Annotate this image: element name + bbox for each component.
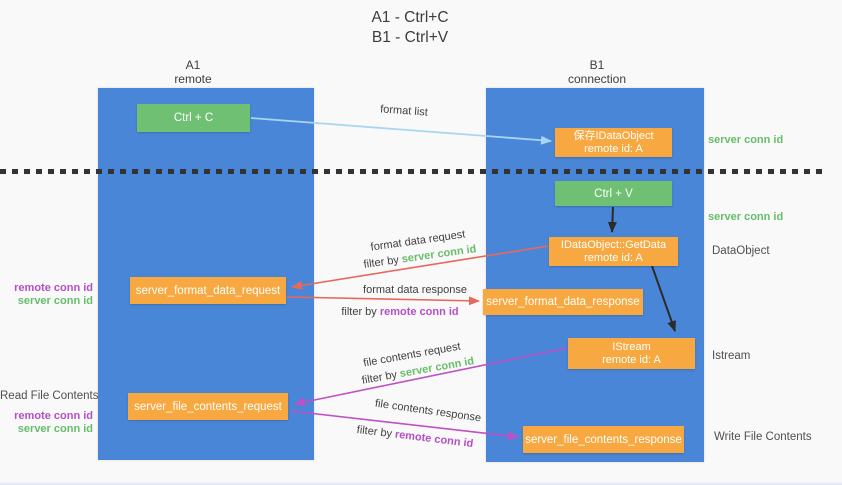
label-file-contents-response: file contents response	[374, 397, 482, 425]
bottom-edge-strip	[0, 482, 842, 485]
label-write-file-contents: Write File Contents	[714, 431, 812, 443]
label-server-conn-id-left-1: server conn id	[17, 295, 93, 307]
label-server-conn-id-left-2: server conn id	[17, 423, 93, 435]
label-dataobject: DataObject	[712, 245, 770, 257]
a1-id: A1	[185, 58, 201, 72]
node-ctrl-c: Ctrl + C	[137, 104, 250, 132]
a1-role: remote	[174, 72, 212, 86]
node-server-format-data-response: server_format_data_response	[483, 289, 643, 315]
filter-by-text: filter by	[356, 423, 393, 441]
node-istream: IStream remote id: A	[568, 338, 695, 369]
label-read-file-contents: Read File Contents	[0, 390, 99, 402]
b1-role: connection	[567, 72, 627, 86]
format-data-response-arrow	[286, 296, 480, 306]
label-server-conn-id-right-2: server conn id	[708, 211, 784, 223]
node-server-file-contents-response: server_file_contents_response	[523, 426, 684, 453]
istream-line2: remote id: A	[602, 353, 661, 366]
save-dataobject-line2: remote id: A	[584, 142, 643, 155]
column-header-b1: B1 connection	[537, 58, 657, 86]
node-save-dataobject: 保存IDataObject remote id: A	[555, 128, 672, 157]
label-istream: Istream	[712, 350, 751, 362]
node-ctrl-v: Ctrl + V	[555, 181, 672, 206]
diagram-title: A1 - Ctrl+C B1 - Ctrl+V	[310, 8, 510, 48]
dashed-separator	[0, 169, 826, 174]
node-getdata: IDataObject::GetData remote id: A	[549, 237, 678, 266]
istream-line1: IStream	[612, 340, 651, 353]
save-dataobject-line1: 保存IDataObject	[573, 129, 654, 142]
filter-by-text: filter by	[362, 254, 400, 271]
label-remote-conn-id-left-1: remote conn id	[14, 282, 93, 294]
title-line-2: B1 - Ctrl+V	[371, 29, 449, 46]
column-header-a1: A1 remote	[133, 58, 253, 86]
filter-by-text: filter by	[341, 306, 377, 318]
node-server-file-contents-request: server_file_contents_request	[128, 393, 288, 420]
getdata-line1: IDataObject::GetData	[560, 238, 667, 251]
title-line-1: A1 - Ctrl+C	[371, 9, 449, 26]
node-server-format-data-request: server_format_data_request	[130, 277, 286, 304]
label-format-data-response: format data response	[363, 284, 467, 296]
remote-conn-id-text: remote conn id	[394, 428, 474, 451]
label-format-list: format list	[379, 103, 429, 119]
b1-id: B1	[589, 58, 605, 72]
label-remote-conn-id-left-2: remote conn id	[14, 410, 93, 422]
label-server-conn-id-right-1: server conn id	[708, 134, 784, 146]
filter-by-text: filter by	[360, 368, 398, 387]
getdata-line2: remote id: A	[584, 251, 643, 264]
remote-conn-id-text: remote conn id	[379, 306, 459, 318]
